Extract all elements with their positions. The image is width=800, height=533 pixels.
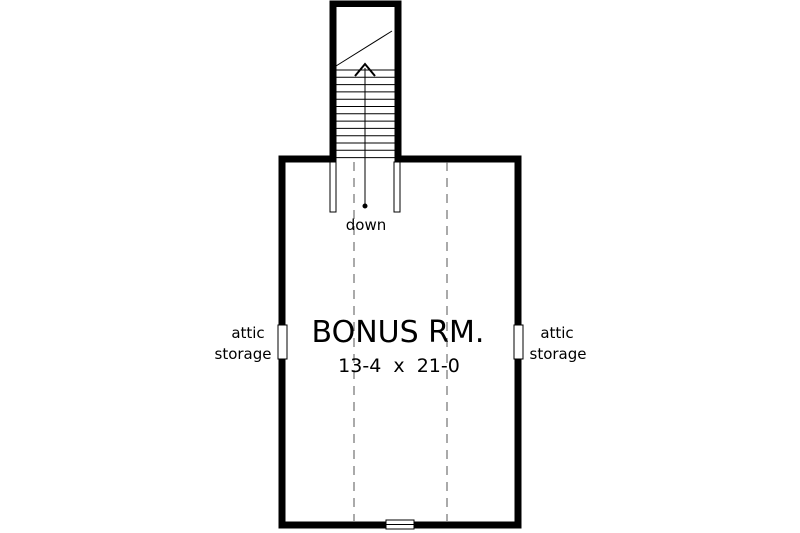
stair-arrow bbox=[354, 62, 376, 209]
room-dimensions: 13-4 x 21-0 bbox=[338, 355, 460, 377]
room-name: BONUS RM. bbox=[312, 315, 485, 350]
attic-access-left bbox=[277, 324, 288, 360]
stair-rails bbox=[329, 161, 401, 213]
left-storage-label-line1: attic bbox=[231, 324, 264, 342]
right-storage-label-line2: storage bbox=[530, 345, 587, 363]
attic-access-right bbox=[513, 324, 524, 360]
left-storage-label-line2: storage bbox=[215, 345, 272, 363]
stair-label: down bbox=[346, 216, 386, 234]
stair-break-line bbox=[335, 30, 393, 67]
ceiling-dashed-lines bbox=[353, 162, 448, 521]
right-storage-label-line1: attic bbox=[540, 324, 573, 342]
exterior-walls bbox=[278, 0, 522, 529]
window-bottom bbox=[385, 519, 415, 530]
